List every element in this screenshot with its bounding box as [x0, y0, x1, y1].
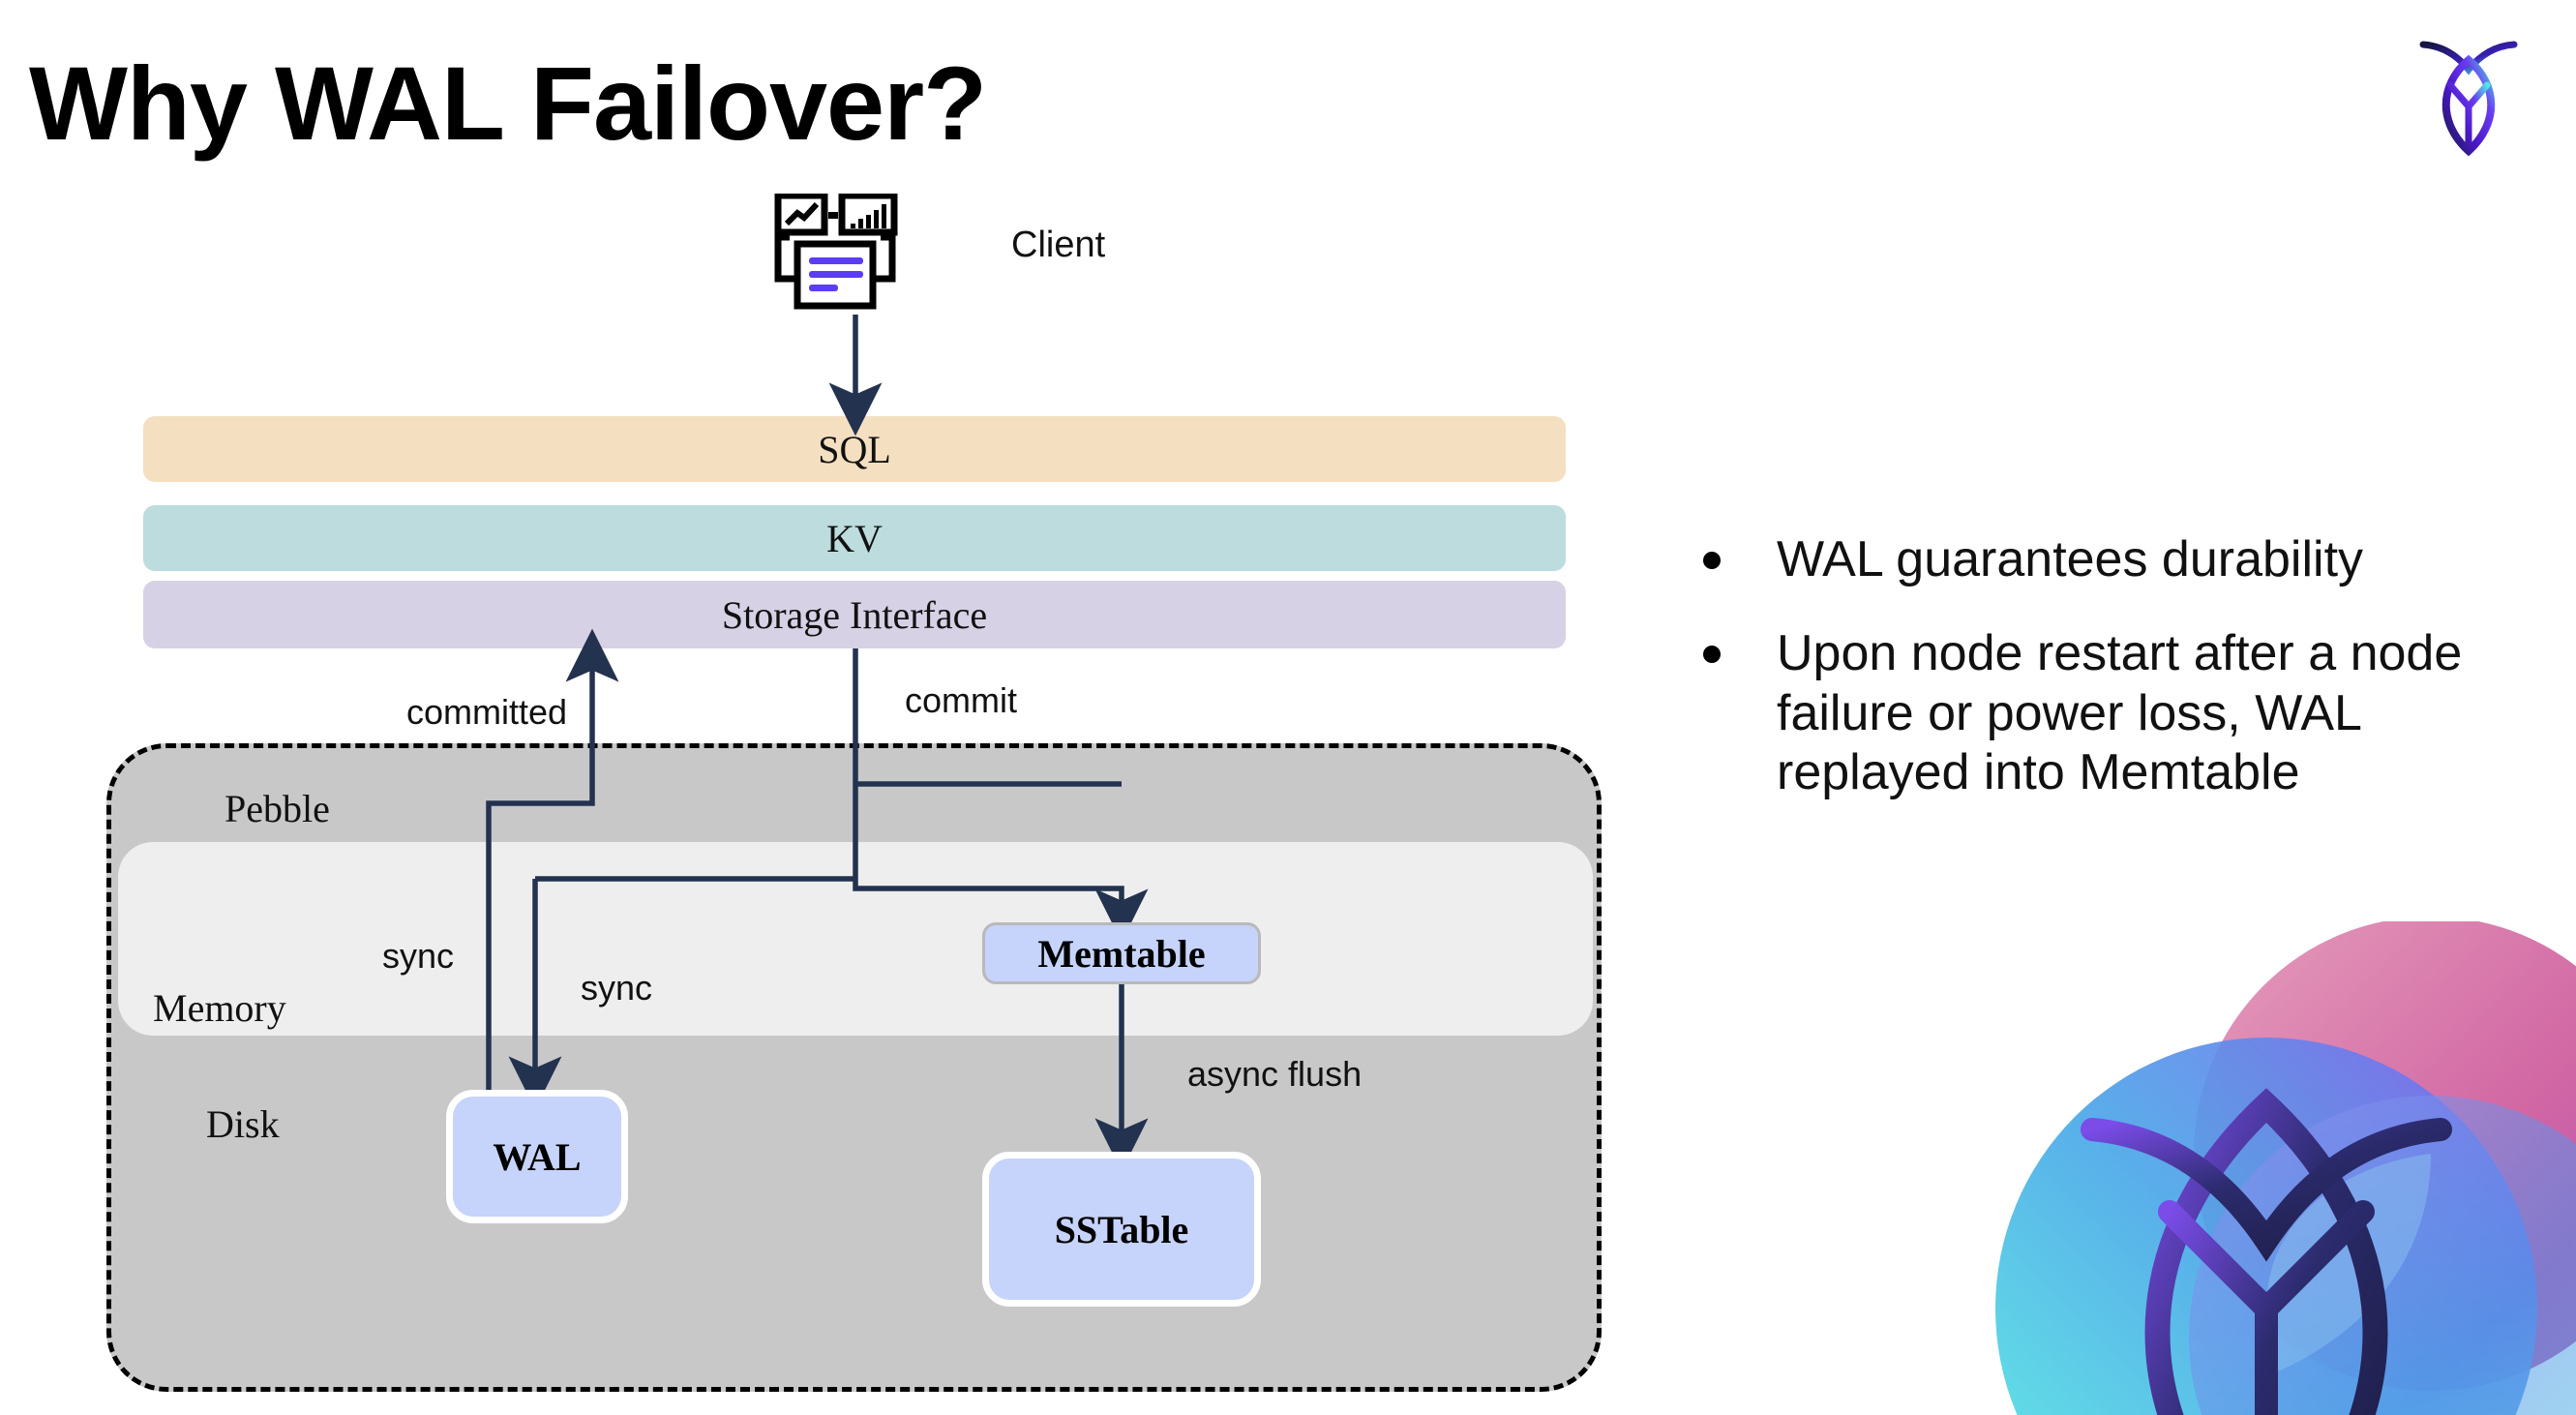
pebble-container — [106, 743, 1602, 1392]
layer-bar-sql[interactable]: SQL — [143, 416, 1566, 482]
bullet-list: WAL guarantees durability Upon node rest… — [1703, 530, 2516, 837]
memory-region — [118, 842, 1593, 1036]
disk-label: Disk — [206, 1102, 280, 1146]
edge-label-sync-left: sync — [382, 936, 455, 976]
bullet-dot-icon — [1703, 646, 1721, 664]
bullet-dot-icon — [1703, 552, 1721, 569]
list-item: Upon node restart after a node failure o… — [1703, 624, 2516, 802]
client-label: Client — [1011, 225, 1106, 265]
cockroachdb-logo — [2411, 31, 2528, 157]
layer-bar-storage-interface[interactable]: Storage Interface — [143, 581, 1566, 648]
layer-bar-kv[interactable]: KV — [143, 505, 1566, 571]
node-wal[interactable]: WAL — [446, 1090, 628, 1223]
memory-label: Memory — [153, 986, 286, 1030]
bullet-text: WAL guarantees durability — [1777, 531, 2364, 587]
node-wal-label: WAL — [493, 1134, 582, 1179]
node-memtable[interactable]: Memtable — [982, 922, 1261, 984]
edge-label-sync-right: sync — [581, 968, 653, 1008]
node-sstable-label: SSTable — [1054, 1207, 1189, 1251]
bullet-text: Upon node restart after a node failure o… — [1777, 625, 2463, 801]
edge-label-async-flush: async flush — [1187, 1054, 1363, 1094]
page-title: Why WAL Failover? — [29, 45, 987, 162]
list-item: WAL guarantees durability — [1703, 530, 2516, 589]
node-sstable[interactable]: SSTable — [982, 1152, 1261, 1307]
gradient-circles-artwork — [1976, 917, 2576, 1415]
layer-label-kv: KV — [826, 516, 883, 560]
edge-label-commit: commit — [905, 680, 1017, 720]
pebble-label: Pebble — [225, 787, 330, 830]
edge-label-committed: committed — [406, 692, 568, 732]
node-memtable-label: Memtable — [1037, 931, 1206, 976]
layer-label-sql: SQL — [818, 427, 891, 471]
client-workstation-icon — [774, 192, 929, 315]
layer-label-storage-interface: Storage Interface — [721, 592, 988, 637]
